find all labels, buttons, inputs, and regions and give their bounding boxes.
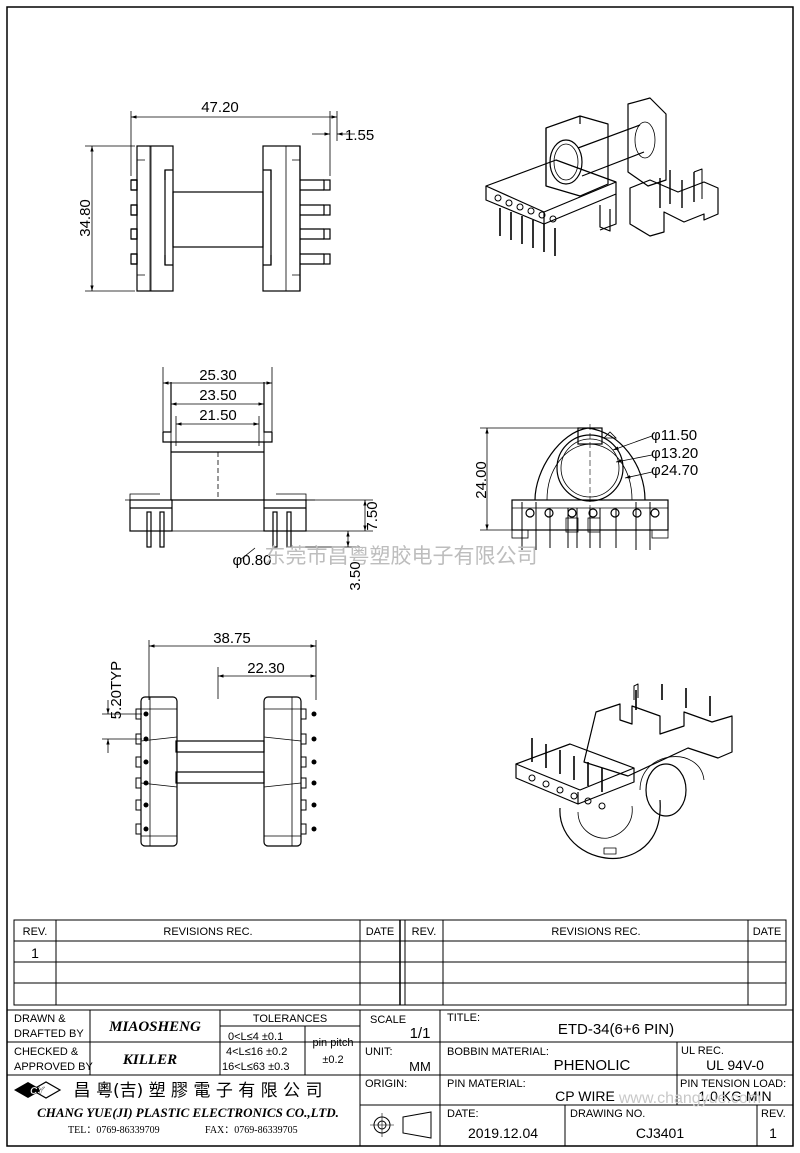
dim-top-gap: 1.55 — [345, 127, 374, 144]
company-fax: FAX：0769-86339705 — [205, 1125, 298, 1136]
company-logo: CY — [14, 1081, 62, 1099]
rev-row1-number: 1 — [31, 945, 39, 961]
ul-rec-label: UL REC. — [681, 1045, 724, 1057]
date-label: DATE: — [447, 1108, 479, 1120]
pin-pitch-label: pin pitch — [313, 1037, 354, 1049]
scale-value: 1/1 — [410, 1025, 431, 1042]
dim-top-height: 34.80 — [77, 199, 94, 237]
projection-symbol-icon — [370, 1111, 432, 1139]
title-block-grid — [6, 1009, 794, 1147]
unit-label: UNIT: — [365, 1046, 393, 1058]
tolerance-row1: 0<L≤4 ±0.1 — [228, 1031, 283, 1043]
ul-rec-value: UL 94V-0 — [706, 1057, 764, 1073]
checked-label-line1: CHECKED & — [14, 1046, 79, 1058]
pin-pitch-value: ±0.2 — [322, 1054, 343, 1066]
tolerance-row3: 16<L≤63 ±0.3 — [222, 1061, 289, 1073]
rev-header-left: REV. — [23, 926, 48, 938]
date-header-right: DATE — [753, 926, 782, 938]
dim-side-d2: φ13.20 — [651, 445, 698, 462]
logo-text: CY — [30, 1086, 45, 1097]
revisions-header-left: REVISIONS REC. — [163, 926, 252, 938]
isometric-view-bottom — [515, 683, 733, 860]
title-label: TITLE: — [447, 1012, 480, 1024]
rev-header-right: REV. — [412, 926, 437, 938]
front-view — [125, 367, 373, 561]
drawn-by-value: MIAOSHENG — [108, 1019, 201, 1035]
watermark-text: 东莞市昌粤塑胶电子有限公司 — [265, 544, 538, 568]
dim-front-w3: 21.50 — [199, 407, 237, 424]
drawn-label-line2: DRAFTED BY — [14, 1028, 84, 1040]
date-header-left: DATE — [366, 926, 395, 938]
scale-label: SCALE — [370, 1014, 406, 1026]
checked-label-line2: APPROVED BY — [14, 1061, 94, 1073]
dim-front-w2: 23.50 — [199, 387, 237, 404]
bottom-view — [102, 640, 317, 847]
origin-label: ORIGIN: — [365, 1078, 407, 1090]
title-value: ETD-34(6+6 PIN) — [558, 1021, 674, 1038]
bobbin-material-label: BOBBIN MATERIAL: — [447, 1046, 549, 1058]
tolerances-label: TOLERANCES — [253, 1013, 327, 1025]
company-tel: TEL：0769-86339709 — [68, 1125, 160, 1136]
dim-side-d3: φ24.70 — [651, 462, 698, 479]
pin-material-label: PIN MATERIAL: — [447, 1078, 526, 1090]
pin-tension-value: 1.0 KG MIN — [698, 1088, 771, 1104]
dim-bottom-w1: 38.75 — [213, 630, 251, 647]
isometric-view-top — [485, 97, 719, 256]
pin-tension-label: PIN TENSION LOAD: — [680, 1078, 786, 1090]
drawn-label-line1: DRAWN & — [14, 1013, 66, 1025]
revisions-header-right: REVISIONS REC. — [551, 926, 640, 938]
dim-bottom-pitch: 5.20TYP — [108, 661, 125, 719]
dim-front-h: 7.50 — [364, 501, 381, 530]
tolerance-row2: 4<L≤16 ±0.2 — [226, 1046, 287, 1058]
top-view — [85, 111, 355, 292]
rev-label: REV. — [761, 1108, 786, 1120]
unit-value: MM — [409, 1059, 431, 1074]
dim-side-d1: φ11.50 — [651, 427, 697, 444]
company-name-cn: 昌 粵(吉) 塑 膠 電 子 有 限 公 司 — [74, 1081, 323, 1101]
checked-by-value: KILLER — [122, 1052, 177, 1068]
dim-front-pin-dia: φ0.80 — [233, 552, 272, 569]
date-value: 2019.12.04 — [468, 1125, 538, 1141]
revision-table — [13, 919, 787, 1006]
dim-side-height: 24.00 — [473, 461, 490, 499]
rev-value: 1 — [769, 1125, 777, 1141]
company-name-en: CHANG YUE(JI) PLASTIC ELECTRONICS CO.,LT… — [37, 1105, 339, 1120]
dim-top-width: 47.20 — [201, 99, 239, 116]
drawing-no-label: DRAWING NO. — [570, 1108, 645, 1120]
side-view — [480, 424, 669, 550]
dim-front-w1: 25.30 — [199, 367, 237, 384]
pin-material-value: CP WIRE — [555, 1088, 615, 1104]
bobbin-material-value: PHENOLIC — [554, 1057, 631, 1074]
site-watermark: www.changyue.com — [618, 1090, 761, 1107]
dim-bottom-w2: 22.30 — [247, 660, 285, 677]
dim-front-pin-len: 3.50 — [347, 561, 364, 590]
drawing-no-value: CJ3401 — [636, 1125, 684, 1141]
